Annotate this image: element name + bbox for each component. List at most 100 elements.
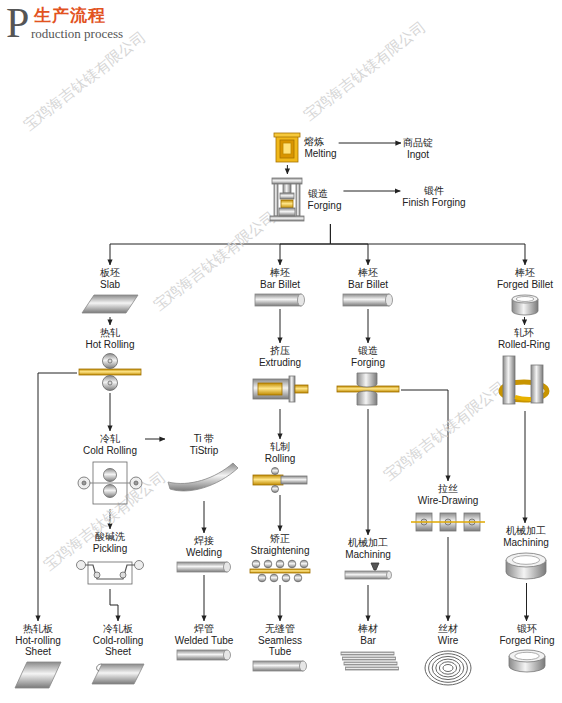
- chinese-label: 轧制: [270, 441, 290, 453]
- product-node: 冷轧板Cold-rolling Sheet: [87, 622, 149, 689]
- watermark: 宝鸡海吉钛镁有限公司: [20, 28, 150, 135]
- english-label: Bar Billet: [260, 279, 300, 290]
- coil-icon: [423, 649, 473, 687]
- machbar-icon-part: [387, 571, 392, 579]
- flow-arrow: [204, 575, 205, 621]
- straighten-icon-part: [258, 574, 266, 582]
- straighten-icon-part: [294, 574, 302, 582]
- pickling-icon-part: [77, 565, 143, 579]
- node-text: 锻造Forging: [351, 345, 385, 368]
- node-text: 热轧板Hot-rolling Sheet: [8, 623, 68, 657]
- chinese-label: 冷轧板: [103, 623, 133, 635]
- chinese-label: 轧环: [514, 327, 534, 339]
- plate-icon: [80, 293, 140, 315]
- coldroll-icon-part: [82, 481, 86, 485]
- flow-arrow: [287, 165, 288, 174]
- coil-icon-part: [432, 656, 464, 679]
- english-label: Bar: [360, 635, 376, 646]
- pickling-icon-part: [120, 572, 126, 578]
- coil-icon-part: [425, 651, 471, 685]
- coldroll-icon-part: [134, 481, 138, 485]
- chinese-label: 棒坯: [515, 267, 535, 279]
- straighten-icon-part: [250, 569, 310, 573]
- hotroll-icon-part: [79, 369, 141, 375]
- melt-icon: [273, 131, 301, 163]
- flow-arrow: [38, 373, 77, 621]
- english-label: Slab: [100, 279, 120, 290]
- node-text: 锻环Forged Ring: [499, 623, 554, 646]
- chinese-label: 棒坯: [358, 267, 378, 279]
- node-text: 机械加工Machining: [345, 537, 391, 560]
- product-node: 锻环Forged Ring: [498, 622, 555, 674]
- sheetroll-icon-part: [92, 664, 144, 684]
- bar-icon-part: [224, 650, 231, 660]
- press-icon-part: [274, 184, 278, 216]
- chinese-label: 商品锭: [403, 137, 433, 149]
- straighten-icon: [250, 560, 310, 582]
- node-text: 轧制Rolling: [265, 441, 296, 464]
- disk-icon: [512, 295, 538, 315]
- process-node: Ti 带TiStrip: [166, 432, 242, 500]
- node-text: 棒坯Forged Billet: [497, 267, 553, 290]
- coldroll-icon-part: [78, 477, 90, 489]
- english-label: Welded Tube: [175, 635, 234, 646]
- product-node: 焊管Welded Tube: [174, 622, 235, 662]
- plate-icon-part: [82, 295, 138, 313]
- press-icon-part: [272, 178, 302, 184]
- node-text: 热轧Hot Rolling: [86, 327, 135, 350]
- process-node: 熔炼Melting: [272, 130, 337, 164]
- english-label: Rolled-Ring: [498, 339, 550, 350]
- node-text: 冷轧板Cold-rolling Sheet: [88, 623, 148, 657]
- flow-arrow: [525, 411, 526, 523]
- process-node: 锻造Forging: [336, 344, 400, 408]
- bar-icon-part: [253, 661, 303, 671]
- tistrip-icon-part: [168, 463, 238, 491]
- coldroll-icon-part: [84, 482, 136, 483]
- extrude-icon: [251, 371, 309, 407]
- node-text: 冷轧Cold Rolling: [83, 433, 137, 456]
- press-icon-part: [296, 184, 300, 216]
- rods-icon-part: [343, 657, 396, 660]
- coldroll-icon-part: [104, 485, 117, 498]
- product-node: 无缝管Seamless Tube: [249, 622, 311, 673]
- bar-icon-part: [255, 294, 301, 306]
- bar-icon: [254, 293, 306, 307]
- plate-icon: [82, 295, 138, 313]
- rods-icon: [339, 649, 397, 673]
- coil-icon-part: [436, 659, 460, 677]
- sheet-icon: [13, 660, 63, 690]
- process-node: 板坯Slab: [79, 266, 141, 316]
- node-text: Ti 带TiStrip: [190, 433, 219, 456]
- rollbar-icon-part: [272, 486, 279, 493]
- english-label: Melting: [304, 148, 336, 159]
- hotroll-icon-part: [108, 381, 112, 385]
- node-text: 丝材Wire: [438, 623, 459, 646]
- node-text: 棒材Bar: [358, 623, 378, 646]
- bar-icon-part: [300, 661, 307, 671]
- ringprod-icon: [509, 650, 545, 672]
- ringprod-icon-part: [515, 652, 539, 659]
- melt-icon-part: [280, 140, 294, 158]
- node-text: 矫正Straightening: [251, 533, 310, 556]
- bar-icon: [255, 294, 305, 306]
- chinese-label: 机械加工: [506, 525, 546, 537]
- flow-arrow: [204, 501, 205, 533]
- bar-icon: [176, 649, 232, 661]
- flow-arrow: [280, 224, 330, 265]
- pickling-icon: [77, 561, 144, 585]
- melt-icon-part: [274, 133, 300, 137]
- pickling-icon-part: [77, 561, 86, 570]
- node-text: 熔炼Melting: [304, 136, 336, 159]
- node-text: 板坯Slab: [100, 267, 120, 290]
- coil-icon-part: [429, 654, 468, 683]
- straighten-icon-part: [276, 560, 284, 568]
- bar-icon: [343, 294, 393, 306]
- bar-icon: [177, 650, 231, 660]
- rollbar-icon-part: [281, 476, 307, 484]
- process-node: 热轧Hot Rolling: [78, 326, 142, 392]
- pickling-icon-part: [135, 561, 144, 570]
- machring-icon-part: [512, 556, 539, 565]
- node-text: 拉丝Wire-Drawing: [418, 483, 479, 506]
- rollbar-icon-part: [272, 468, 279, 475]
- sheetroll-icon-part: [97, 664, 102, 671]
